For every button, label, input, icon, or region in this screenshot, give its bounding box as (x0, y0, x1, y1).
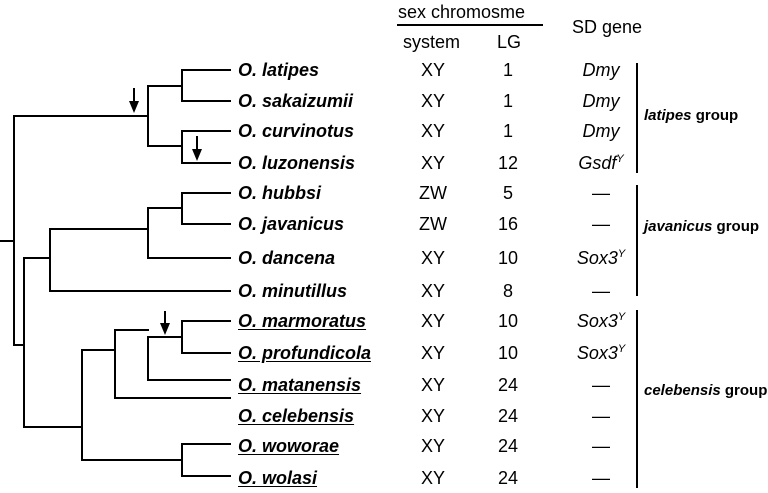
chromosome-system: XY (420, 248, 446, 268)
group-suffix: group (720, 382, 768, 399)
chromosome-system: XY (420, 375, 446, 395)
group-suffix: group (712, 218, 760, 235)
linkage-group: 10 (497, 311, 519, 331)
sd-gene: Sox3Y (576, 311, 626, 331)
chromosome-system: XY (420, 91, 446, 111)
species-name: O. minutillus (238, 281, 348, 301)
linkage-group: 24 (497, 375, 519, 395)
sd-gene: — (592, 184, 610, 202)
linkage-group: 8 (502, 281, 514, 301)
group-label-latipes: latipes group (644, 108, 738, 123)
sd-gene: Sox3Y (576, 343, 626, 363)
species-name: O. wolasi (238, 468, 318, 488)
sd-gene: — (592, 376, 610, 394)
sd-gene-name: — (592, 436, 610, 456)
sd-gene-superscript: Y (617, 311, 626, 323)
header-sex-chromosome: sex chromosme (398, 2, 526, 22)
sd-gene-name: Dmy (582, 91, 620, 111)
linkage-group: 10 (497, 343, 519, 363)
sd-gene: — (592, 407, 610, 425)
group-name: celebensis (644, 382, 721, 399)
chromosome-system: XY (420, 468, 446, 488)
arrow-head-1 (129, 101, 139, 113)
group-name: javanicus (644, 218, 713, 235)
chromosome-system: XY (420, 436, 446, 456)
sd-gene-name: Sox3 (576, 248, 618, 268)
species-name: O. celebensis (238, 406, 355, 426)
sd-gene-name: — (592, 183, 610, 203)
species-name: O. curvinotus (238, 121, 355, 141)
sd-gene: — (592, 437, 610, 455)
species-name: O. luzonensis (238, 153, 356, 173)
sd-gene: — (592, 282, 610, 300)
group-suffix: group (691, 107, 739, 124)
chromosome-system: XY (420, 311, 446, 331)
chromosome-system: XY (420, 343, 446, 363)
sd-gene: Sox3Y (576, 248, 626, 268)
sd-gene-superscript: Y (617, 343, 626, 355)
chromosome-system: ZW (419, 214, 447, 234)
sd-gene-name: — (592, 406, 610, 426)
arrow-head-3 (160, 323, 170, 335)
sd-gene-name: Dmy (582, 121, 620, 141)
chromosome-system: ZW (419, 183, 447, 203)
linkage-group: 24 (497, 406, 519, 426)
species-name: O. dancena (238, 248, 336, 268)
species-name: O. woworae (238, 436, 340, 456)
sd-gene-name: Sox3 (576, 311, 618, 331)
species-name: O. profundicola (238, 343, 371, 363)
chromosome-system: XY (420, 281, 446, 301)
sd-gene: Dmy (583, 122, 620, 140)
chromosome-system: XY (420, 60, 446, 80)
sd-gene-name: Dmy (582, 60, 620, 80)
group-label-celebensis: celebensis group (644, 383, 767, 398)
linkage-group: 1 (502, 60, 514, 80)
species-name: O. hubbsi (238, 183, 321, 203)
linkage-group: 1 (502, 91, 514, 111)
sd-gene-name: — (592, 281, 610, 301)
sd-gene-name: — (592, 468, 610, 488)
chromosome-system: XY (420, 406, 446, 426)
species-name: O. matanensis (238, 375, 362, 395)
linkage-group: 24 (497, 468, 519, 488)
linkage-group: 1 (502, 121, 514, 141)
sd-gene: — (592, 469, 610, 487)
sd-gene: Dmy (583, 92, 620, 110)
linkage-group: 10 (497, 248, 519, 268)
linkage-group: 12 (497, 153, 519, 173)
chromosome-system: XY (420, 153, 446, 173)
species-name: O. javanicus (238, 214, 345, 234)
species-name: O. marmoratus (238, 311, 367, 331)
sd-gene-name: Gsdf (578, 153, 617, 173)
linkage-group: 16 (497, 214, 519, 234)
sd-gene-superscript: Y (617, 248, 626, 260)
sd-gene-superscript: Y (616, 153, 624, 165)
sd-gene-name: — (592, 375, 610, 395)
species-name: O. latipes (238, 60, 320, 80)
chromosome-system: XY (420, 121, 446, 141)
group-label-javanicus: javanicus group (644, 219, 759, 234)
group-name: latipes (644, 107, 692, 124)
sd-gene: GsdfY (578, 153, 624, 173)
header-system: system (403, 32, 461, 52)
linkage-group: 24 (497, 436, 519, 456)
sd-gene-name: — (592, 214, 610, 234)
sd-gene: — (592, 215, 610, 233)
header-sd-gene: SD gene (572, 17, 643, 37)
arrow-head-2 (192, 149, 202, 161)
species-name: O. sakaizumii (238, 91, 354, 111)
header-lg: LG (497, 32, 522, 52)
sd-gene-name: Sox3 (576, 343, 618, 363)
linkage-group: 5 (502, 183, 514, 203)
sd-gene: Dmy (583, 61, 620, 79)
